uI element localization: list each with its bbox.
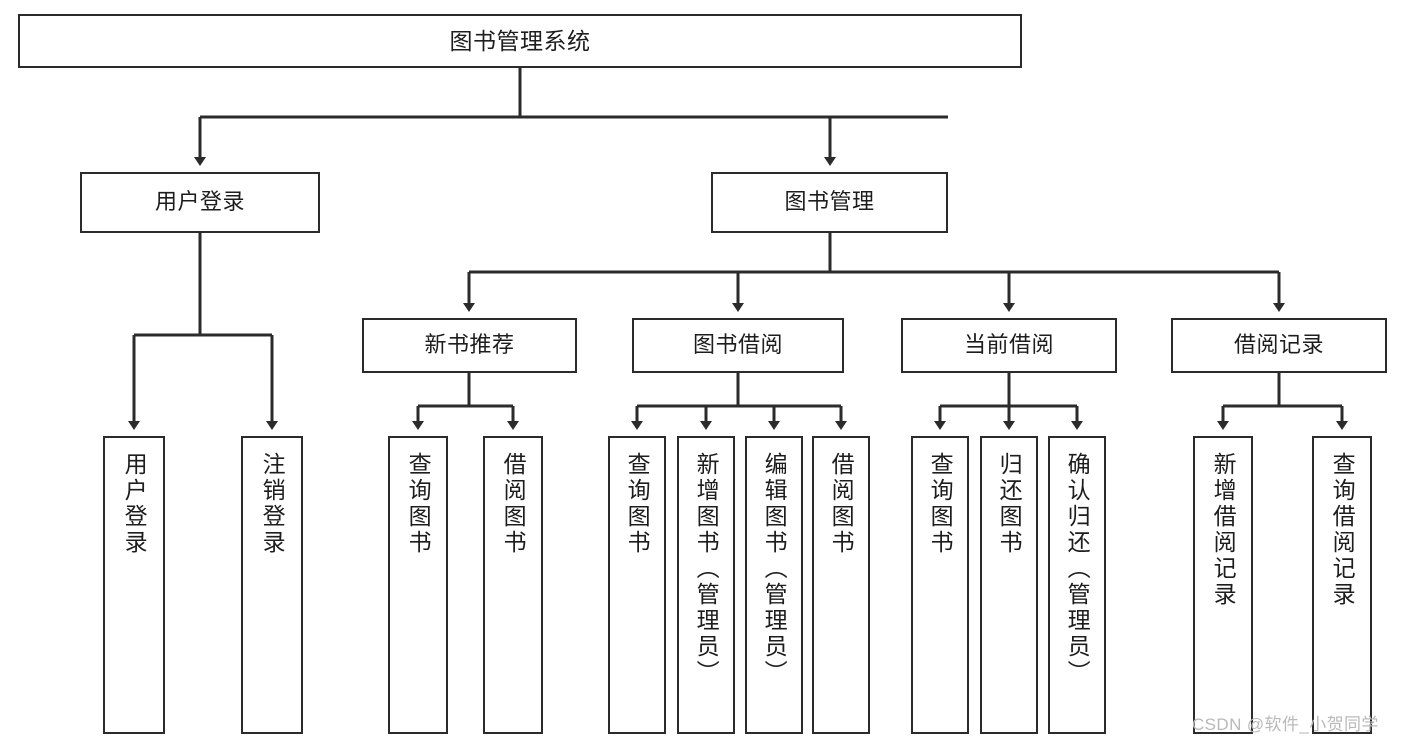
leaf-current-query-book-label: 查询图书 [927,452,954,556]
leaf-query-borrow-record[interactable]: 查询借阅记录 [1312,436,1372,734]
node-book-borrow[interactable]: 图书借阅 [632,318,844,373]
node-borrow-record-label: 借阅记录 [1233,332,1324,358]
node-new-book-recommend[interactable]: 新书推荐 [362,318,577,373]
node-current-borrow[interactable]: 当前借阅 [901,318,1117,373]
leaf-return-book-label: 归还图书 [996,452,1023,556]
leaf-add-book-admin[interactable]: 新增图书（管理员） [677,436,735,734]
leaf-current-query-book[interactable]: 查询图书 [911,436,969,734]
leaf-recommend-query-book[interactable]: 查询图书 [388,436,448,734]
leaf-borrow-book-label: 借阅图书 [828,452,855,556]
leaf-return-book[interactable]: 归还图书 [980,436,1038,734]
node-book-management-label: 图书管理 [784,189,875,215]
leaf-recommend-borrow-book[interactable]: 借阅图书 [483,436,543,734]
leaf-logout[interactable]: 注销登录 [241,436,303,734]
leaf-recommend-borrow-book-label: 借阅图书 [500,452,527,556]
leaf-confirm-return-admin-label: 确认归还（管理员） [1064,452,1091,686]
leaf-user-login[interactable]: 用户登录 [103,436,165,734]
leaf-logout-label: 注销登录 [259,452,286,556]
leaf-query-borrow-record-label: 查询借阅记录 [1329,452,1356,608]
node-current-borrow-label: 当前借阅 [963,332,1054,358]
leaf-recommend-query-book-label: 查询图书 [405,452,432,556]
node-user-login[interactable]: 用户登录 [80,172,320,233]
leaf-edit-book-admin-label: 编辑图书（管理员） [761,452,788,686]
leaf-add-borrow-record-label: 新增借阅记录 [1210,452,1237,608]
leaf-add-borrow-record[interactable]: 新增借阅记录 [1193,436,1253,734]
node-user-login-label: 用户登录 [154,189,245,215]
watermark: CSDN @软件_小贺同学 [1192,715,1379,734]
node-new-book-recommend-label: 新书推荐 [424,332,515,358]
leaf-borrow-query-book-label: 查询图书 [624,452,651,556]
leaf-user-login-label: 用户登录 [121,452,148,556]
node-root-label: 图书管理系统 [449,27,591,54]
node-borrow-record[interactable]: 借阅记录 [1171,318,1387,373]
node-root[interactable]: 图书管理系统 [18,14,1022,68]
node-book-borrow-label: 图书借阅 [692,332,783,358]
leaf-borrow-book[interactable]: 借阅图书 [812,436,870,734]
leaf-confirm-return-admin[interactable]: 确认归还（管理员） [1048,436,1106,734]
leaf-add-book-admin-label: 新增图书（管理员） [693,452,720,686]
leaf-borrow-query-book[interactable]: 查询图书 [608,436,666,734]
leaf-edit-book-admin[interactable]: 编辑图书（管理员） [745,436,803,734]
node-book-management[interactable]: 图书管理 [711,172,948,233]
